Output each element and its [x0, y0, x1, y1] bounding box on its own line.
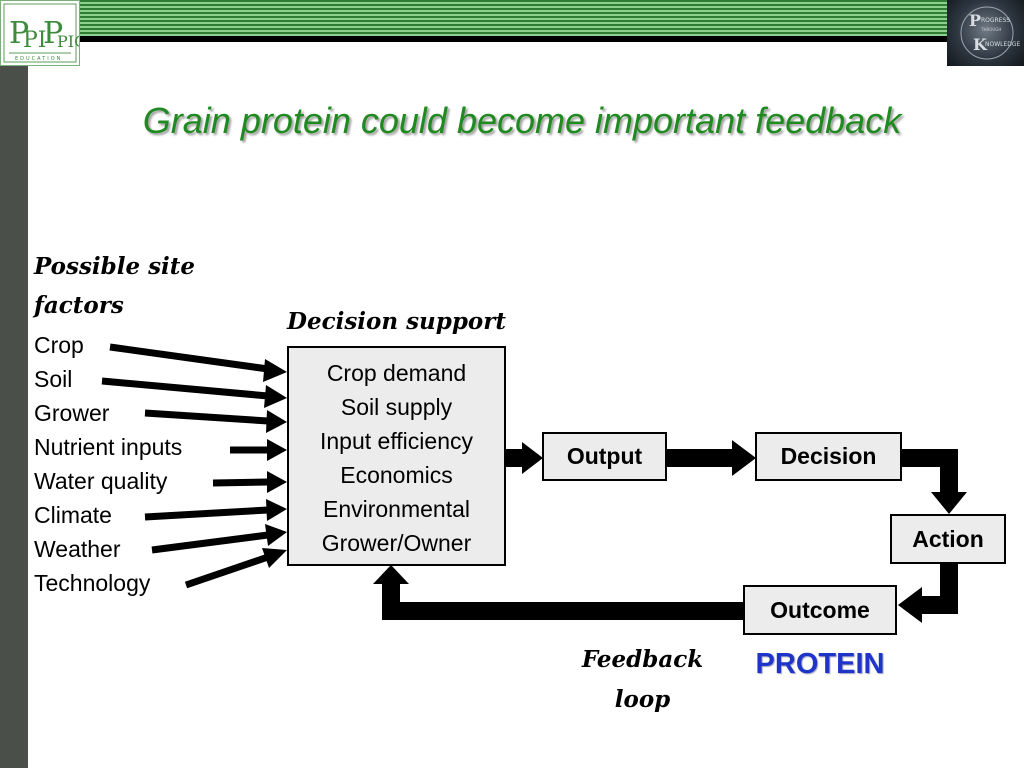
decision-support-heading: Decision support: [287, 308, 506, 335]
arrow-technology: [184, 553, 270, 589]
svg-text:THROUGH: THROUGH: [980, 27, 1001, 32]
factor-climate: Climate: [34, 502, 112, 528]
side-bar: [0, 0, 28, 768]
svg-text:K: K: [973, 35, 988, 54]
arrow-to-outcome-horizontal: [918, 596, 958, 614]
arrow-to-output-head: [522, 442, 543, 474]
svg-text:PI: PI: [23, 28, 47, 53]
ds-item-crop-demand: Crop demand: [326, 360, 467, 386]
arrow-grower: [144, 409, 269, 425]
svg-text:P: P: [43, 16, 63, 51]
ds-item-environmental: Environmental: [322, 496, 471, 522]
arrow-crop: [109, 343, 269, 373]
arrow-water-quality: [212, 478, 269, 487]
feedback-loop-vertical: [382, 580, 400, 620]
ds-item-soil-supply: Soil supply: [340, 394, 453, 420]
feedback-loop-head: [373, 565, 409, 584]
decision-box: Decision: [755, 432, 902, 481]
header-rule: [80, 36, 948, 42]
slide-title: Grain protein could become important fee…: [142, 100, 902, 141]
decision-support-box: Crop demand Soil supply Input efficiency…: [287, 346, 506, 566]
ds-item-grower-owner: Grower/Owner: [321, 530, 472, 556]
svg-text:P: P: [9, 16, 29, 51]
arrow-weather: [151, 531, 269, 554]
factor-technology: Technology: [34, 570, 151, 596]
factor-nutrient-inputs: Nutrient inputs: [34, 434, 183, 460]
site-factors-heading: Possible site factors: [34, 253, 196, 319]
svg-text:P: P: [969, 11, 981, 30]
arrow-soil: [101, 377, 269, 400]
arrow-to-action-vertical: [940, 449, 958, 495]
factor-weather: Weather: [34, 536, 121, 562]
svg-text:PIC: PIC: [57, 32, 79, 51]
factor-grower: Grower: [34, 400, 110, 426]
svg-text:EDUCATION: EDUCATION: [15, 56, 62, 62]
factor-water-quality: Water quality: [34, 468, 168, 494]
arrow-to-action-head: [931, 492, 967, 514]
progress-knowledge-logo: P ROGRESS THROUGH K NOWLEDGE: [947, 0, 1024, 66]
svg-text:ROGRESS: ROGRESS: [981, 17, 1010, 24]
arrow-to-decision-shaft: [667, 449, 735, 467]
output-box: Output: [542, 432, 667, 481]
feedback-loop-horizontal: [382, 602, 744, 620]
arrow-to-output-shaft: [506, 449, 526, 467]
svg-text:NOWLEDGE: NOWLEDGE: [985, 41, 1021, 48]
feedback-loop-label: Feedback loop: [581, 646, 704, 713]
header-stripe-band: [80, 0, 948, 42]
factor-soil: Soil: [34, 366, 73, 392]
arrow-to-outcome-head: [898, 587, 922, 623]
factor-crop: Crop: [34, 332, 84, 358]
ds-item-economics: Economics: [340, 462, 453, 488]
arrow-to-decision-head: [732, 440, 756, 476]
outcome-box: Outcome: [743, 585, 897, 635]
action-box: Action: [890, 514, 1006, 564]
arrow-climate: [144, 506, 269, 521]
ds-item-input-efficiency: Input efficiency: [319, 428, 473, 454]
ppi-ppic-logo: P PI P PIC EDUCATION: [0, 0, 86, 66]
protein-label: PROTEIN: [755, 648, 885, 680]
